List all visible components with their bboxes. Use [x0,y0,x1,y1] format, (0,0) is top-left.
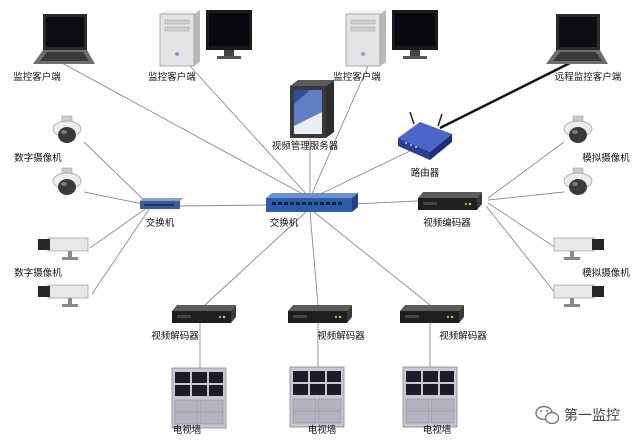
server-icon [290,80,334,138]
link-switch-decoder-3 [313,211,431,306]
dome-camera-icon [563,167,593,196]
label-tv-wall-1: 电视墙 [173,424,202,436]
link-switch-encoder [353,200,419,205]
label-client-1: 监控客户端 [13,71,61,83]
label-tv-wall-3: 电视墙 [423,424,452,436]
label-encoder: 视频编码器 [423,217,471,229]
label-analog-camera-1: 模拟摄像机 [582,152,630,164]
link-encoder-dome-1 [487,141,565,199]
link-encoder-box-1 [487,202,557,249]
router-icon [398,111,452,160]
label-switch-center: 交换机 [270,217,299,229]
label-server: 视频管理服务器 [272,140,339,152]
label-client-3: 监控客户端 [333,71,381,83]
laptop-icon [546,14,608,64]
wechat-icon [535,405,560,425]
watermark: 第一监控 [535,405,620,425]
label-digital-camera-1: 数字摄像机 [14,152,62,164]
link-switch-client-1 [61,62,311,199]
link-switch-router [311,149,413,199]
dome-camera-icon [52,115,82,144]
label-switch-left: 交换机 [146,217,175,229]
video-decoder-icon [172,305,236,323]
label-decoder-3: 视频解码器 [439,330,487,342]
link-left-switch-dome-2 [83,191,149,206]
switch-icon [266,193,358,212]
label-tv-wall-2: 电视墙 [308,424,337,436]
video-encoder-icon [418,192,482,210]
switch-icon [140,198,183,209]
laptop-icon [33,14,95,64]
label-remote-client: 远程监控客户端 [555,71,622,83]
link-switch-decoder-1 [204,211,307,306]
watermark-text: 第一监控 [564,407,620,424]
link-switch-decoder-2 [309,211,319,306]
label-decoder-2: 视频解码器 [317,330,365,342]
dome-camera-icon [52,167,82,196]
box-camera-icon [37,284,89,308]
link-switch-client-3 [309,65,369,199]
label-client-2: 监控客户端 [148,71,196,83]
video-decoder-icon [288,305,352,323]
link-left-switch-box-2 [91,207,151,295]
box-camera-icon [553,284,605,308]
link-encoder-dome-2 [487,191,565,201]
label-router: 路由器 [411,167,440,179]
tv-wall-icon [171,367,227,429]
link-switch-client-2 [189,65,311,199]
link-encoder-box-2 [485,205,557,295]
tv-wall-icon [402,366,458,428]
box-camera-icon [37,237,89,261]
desktop-computer-icon [345,9,439,67]
dome-camera-icon [563,115,593,144]
desktop-computer-icon [159,9,253,67]
label-decoder-1: 视频解码器 [151,330,199,342]
label-digital-camera-2: 数字摄像机 [14,267,62,279]
link-router-remote-client [439,60,573,130]
video-decoder-icon [400,305,464,323]
box-camera-icon [553,237,605,261]
link-left-switch-box-1 [89,206,149,249]
link-left-switch-dome-1 [83,141,149,205]
label-analog-camera-2: 模拟摄像机 [582,267,630,279]
tv-wall-icon [289,366,345,428]
link-switch-left-switch [179,204,267,207]
connection-lines [61,60,573,368]
